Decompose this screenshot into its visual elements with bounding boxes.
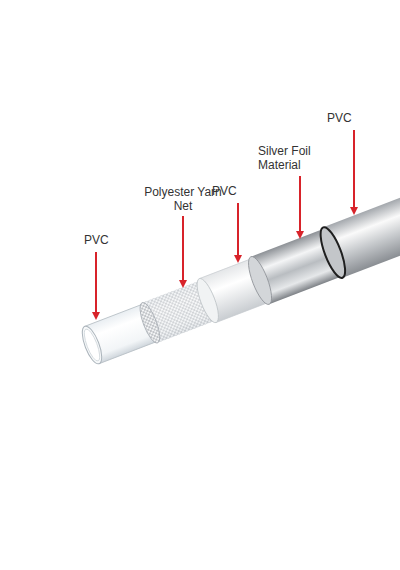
leader-arrow <box>237 203 239 261</box>
part-label: PVC <box>84 233 124 247</box>
leader-arrow <box>182 216 184 286</box>
leader-arrow <box>299 176 301 237</box>
part-label: PVC <box>327 111 367 125</box>
leader-arrow <box>353 130 355 213</box>
part-label: Silver Foil Material <box>258 144 328 172</box>
part-label: PVC <box>212 184 252 198</box>
leader-arrow <box>95 252 97 318</box>
